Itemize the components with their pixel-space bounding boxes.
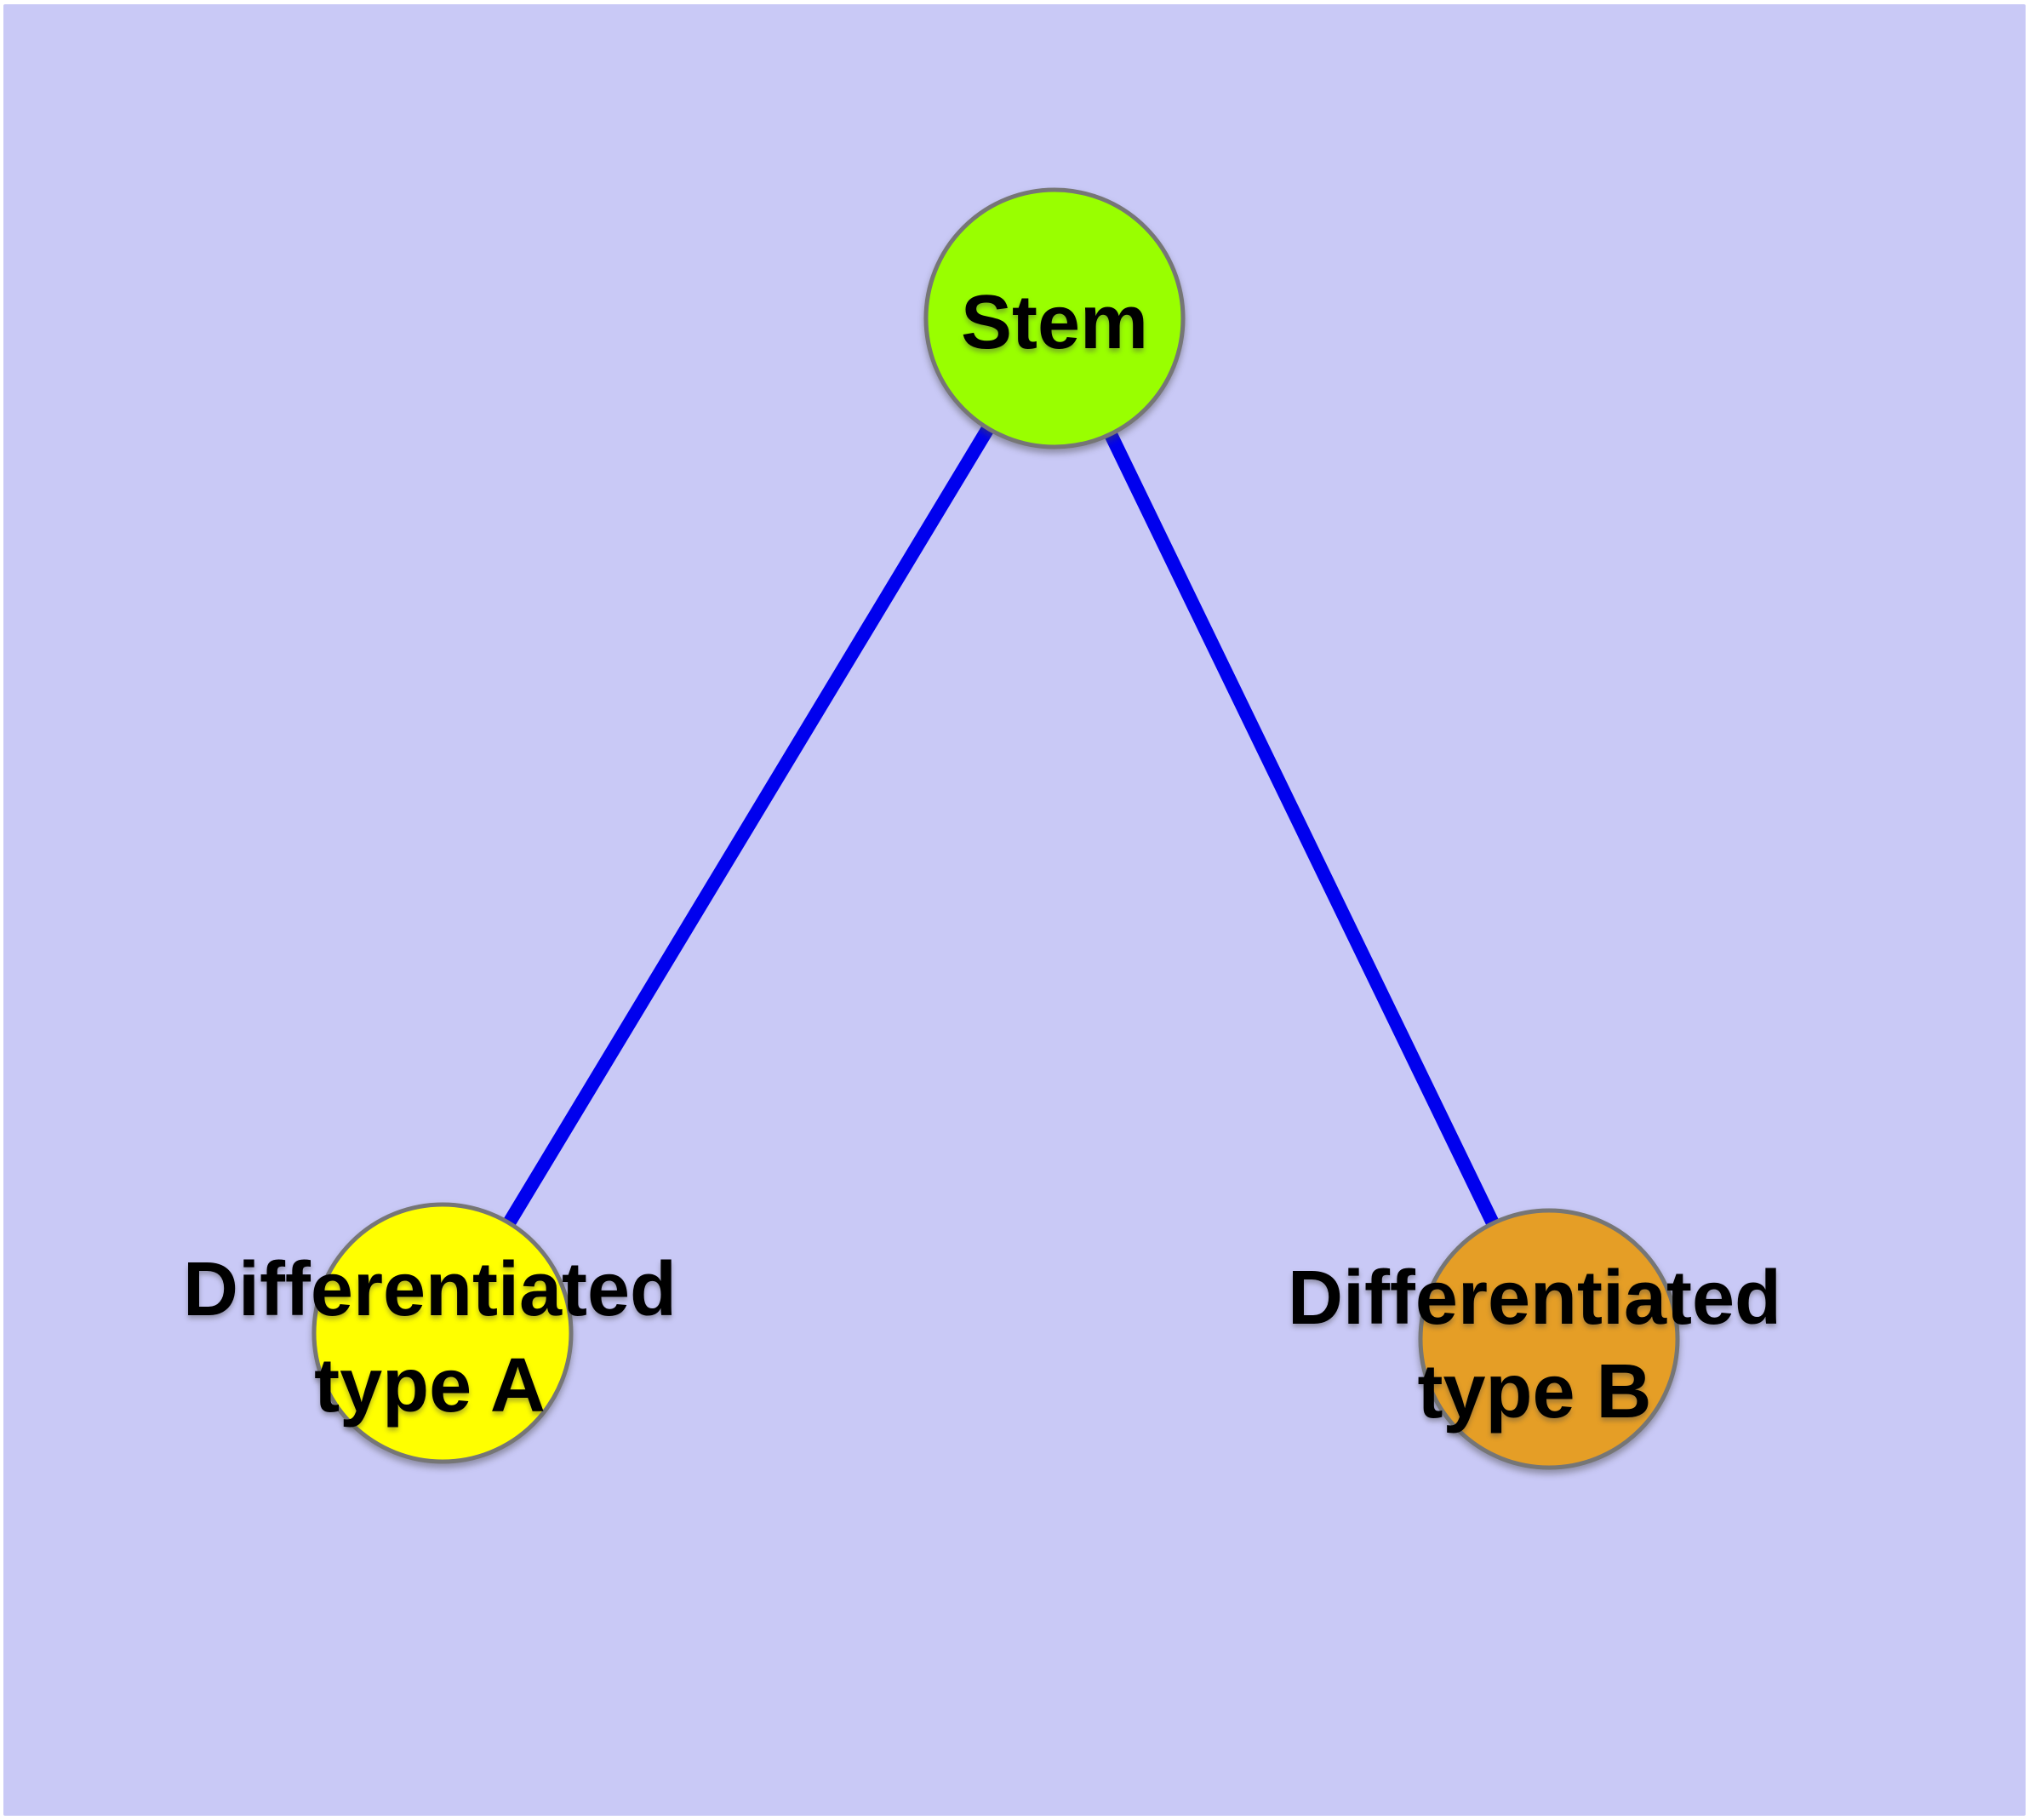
edge-stem-to-type-a — [437, 314, 1060, 1337]
node-type-b-label-line1: Differentiated — [1288, 1256, 1781, 1341]
label-layer: Stem Differentiated type A Differentiate… — [183, 280, 1781, 1434]
node-type-b-label-line2: type B — [1417, 1349, 1651, 1434]
node-differentiated-type-a — [311, 1202, 574, 1464]
node-type-a-label-line1: Differentiated — [183, 1247, 677, 1332]
node-stem — [923, 187, 1186, 449]
node-layer — [311, 187, 1680, 1470]
edge-layer — [437, 314, 1556, 1342]
node-type-a-label-line2: type A — [314, 1343, 546, 1428]
node-differentiated-type-b — [1418, 1208, 1680, 1470]
edge-stem-to-type-b — [1048, 315, 1556, 1342]
node-stem-label: Stem — [961, 280, 1148, 365]
